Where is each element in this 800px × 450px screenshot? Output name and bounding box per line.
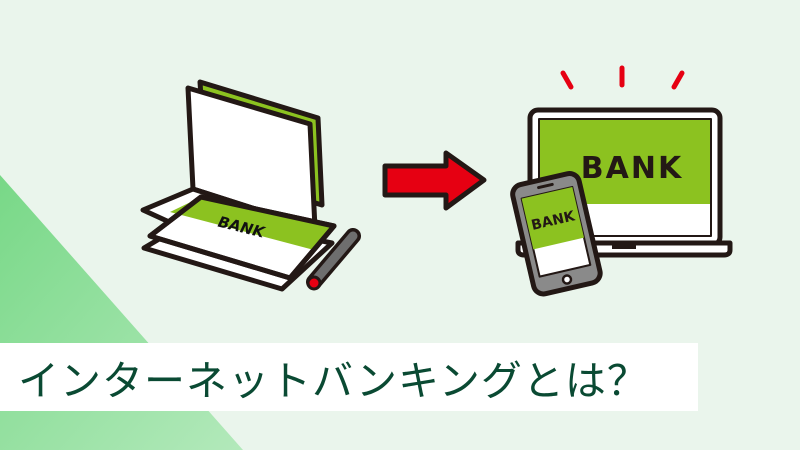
passbook-illustration [140, 79, 361, 292]
smartphone-illustration [510, 171, 603, 297]
arrow-right-icon [382, 150, 487, 211]
title-banner: インターネットバンキングとは？ [0, 343, 698, 411]
laptop-bank-label: BANK [581, 151, 683, 186]
page-title: インターネットバンキングとは？ [18, 357, 649, 405]
